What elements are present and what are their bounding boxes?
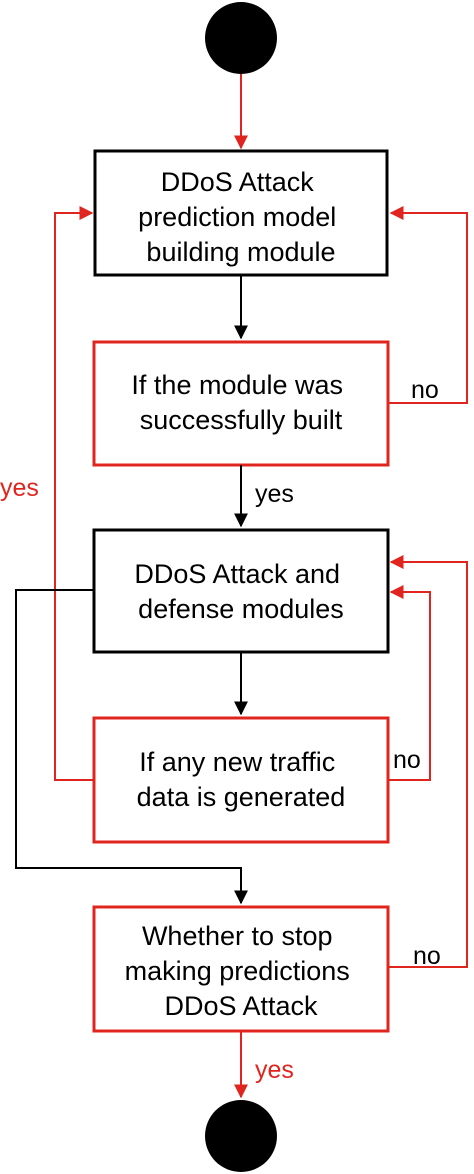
build-module-label: DDoS Attack prediction model building mo… (138, 167, 344, 267)
defense-modules-label: DDoS Attack and defense modules (134, 559, 347, 624)
check-traffic-box (92, 716, 390, 844)
check-built-box (92, 340, 390, 467)
check-stop-label: Whether to stop making predictions DDoS … (125, 921, 358, 1021)
start-node (205, 2, 277, 74)
defense-modules-box (92, 528, 390, 654)
edge-traffic-no-label: no (393, 746, 421, 774)
check-stop-box (92, 905, 390, 1033)
edge-stop-yes-label: yes (255, 1056, 294, 1084)
edge-traffic-no (388, 585, 431, 781)
check-built-label: If the module was successfully built (131, 370, 350, 435)
edge-built-no (388, 206, 468, 404)
edge-stop-no-label: no (413, 942, 441, 970)
edge-traffic-yes (54, 206, 94, 781)
edge-stop-no (388, 555, 468, 968)
end-node (205, 1100, 277, 1172)
edge-built-no-label: no (411, 376, 439, 404)
edge-traffic-yes-label: yes (0, 474, 39, 502)
edge-built-yes-label: yes (255, 480, 294, 508)
check-traffic-label: If any new traffic data is generated (137, 747, 346, 812)
edge-defense-to-stop (15, 589, 248, 905)
